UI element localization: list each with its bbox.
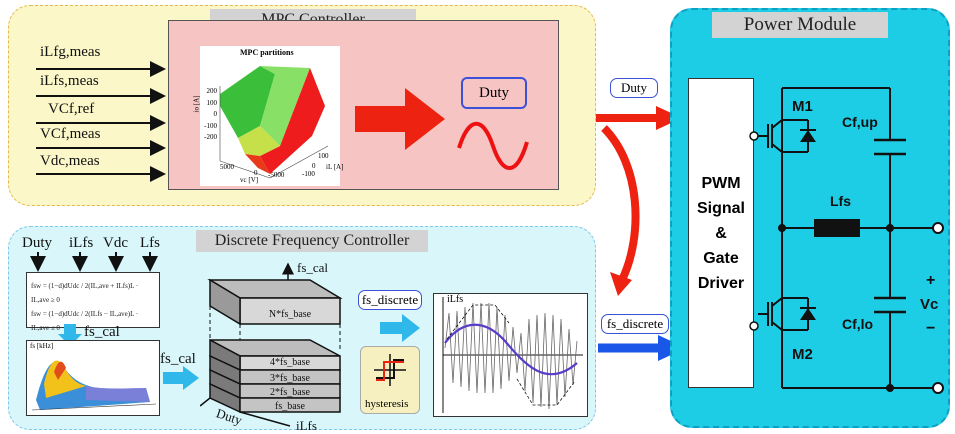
power-circuit xyxy=(749,87,944,394)
region-lightgreen xyxy=(260,66,310,146)
fs-cal-label-top: fs_cal xyxy=(297,260,329,275)
plot-title: MPC partitions xyxy=(240,48,294,57)
plot-xtick-r2: -100 xyxy=(302,170,315,178)
cyan-arrow-to-wave xyxy=(380,314,420,342)
axis-ilfs-label: iLfs xyxy=(296,418,317,433)
formula-line-2: fsw = (1−d)dUdc / 2(ILfs − IL,ave)L · IL… xyxy=(31,310,139,332)
fs-discrete-link-pill: fs_discrete xyxy=(601,314,669,334)
region-yellow xyxy=(238,126,280,156)
plus-label: + xyxy=(926,272,936,289)
fs-cal-label-mid: fs_cal xyxy=(160,351,196,367)
region-red-lower xyxy=(245,154,270,174)
layer-fs-base: fs_base xyxy=(275,401,305,412)
surf-label: fs [kHz] xyxy=(30,342,54,350)
formula-line-1: fsw = (1−d)dUdc / 2(IL,ave + ILfs)L · IL… xyxy=(31,282,139,304)
frequency-layers xyxy=(200,262,343,427)
m1-label: M1 xyxy=(792,98,813,115)
region-green xyxy=(220,66,275,138)
mpc-input-ilfg: iLfg,meas xyxy=(40,44,101,60)
layer-3-fs-base: 3*fs_base xyxy=(270,373,310,384)
plot-xtick-l2: -5000 xyxy=(268,171,285,179)
sine-wave-icon xyxy=(457,121,529,170)
plot-xlabel-left: vc [V] xyxy=(240,176,259,184)
m2-switch-icon xyxy=(758,297,816,331)
lfs-inductor xyxy=(814,219,860,237)
mpc-red-arrow xyxy=(355,88,445,150)
layer-4-fs-base: 4*fs_base xyxy=(270,357,310,368)
red-curved-arrow xyxy=(601,125,640,296)
hysteresis-label: hysteresis xyxy=(365,398,409,410)
fs-discrete-pill: fs_discrete xyxy=(358,290,422,310)
terminal-bottom xyxy=(932,382,944,394)
cf-lo-label: Cf,lo xyxy=(842,316,874,332)
cyan-arrow-to-layers xyxy=(163,366,199,390)
mpc-input-vcf-meas: VCf,meas xyxy=(40,126,101,142)
ilfs-waveform xyxy=(442,297,583,413)
surface-graphic xyxy=(31,360,157,411)
plot-xtick-l0: 5000 xyxy=(220,163,234,171)
fs-cal-label-left: fs_cal xyxy=(84,324,120,340)
mpc-input-vcf-ref: VCf,ref xyxy=(48,101,95,117)
mpc-input-vdc: Vdc,meas xyxy=(40,153,100,169)
mpc-input-ilfs: iLfs,meas xyxy=(40,73,99,89)
m2-label: M2 xyxy=(792,346,813,363)
plot-xtick-r0: 100 xyxy=(318,152,329,160)
hysteresis-icon xyxy=(374,354,406,386)
duty-link-pill: Duty xyxy=(610,78,658,98)
fsw-formula-box: fsw = (1−d)dUdc / 2(IL,ave + ILfs)L · IL… xyxy=(26,272,160,332)
down-arrow-fs-cal xyxy=(58,324,82,346)
layer-2-fs-base: 2*fs_base xyxy=(270,387,310,398)
cf-up-label: Cf,up xyxy=(842,114,878,130)
red-arrow-duty xyxy=(596,106,682,130)
wave-label: iLfs xyxy=(447,294,464,305)
plot-xtick-l1: 0 xyxy=(254,169,258,177)
power-module-title: Power Module xyxy=(712,12,888,38)
dfc-title: Discrete Frequency Controller xyxy=(196,230,428,252)
lfs-label: Lfs xyxy=(830,193,851,209)
dfc-input-lfs: Lfs xyxy=(140,235,160,251)
pwm-gate-driver-block: PWM Signal & Gate Driver xyxy=(688,78,754,388)
plot-xlabel-right: iL [A] xyxy=(326,163,344,171)
terminal-mid xyxy=(932,222,944,234)
dfc-input-duty: Duty xyxy=(22,235,52,251)
plot-xtick-r1: 0 xyxy=(312,162,316,170)
partitions-graphic xyxy=(219,66,329,179)
region-red xyxy=(260,68,325,174)
m1-switch-icon xyxy=(758,119,816,153)
minus-label: − xyxy=(926,320,936,337)
dfc-input-vdc: Vdc xyxy=(103,235,128,251)
vc-label: Vc xyxy=(920,296,939,313)
mpc-duty-box: Duty xyxy=(461,77,527,109)
dfc-input-ilfs: iLfs xyxy=(69,235,94,251)
layer-n-fs-base: N*fs_base xyxy=(268,309,312,320)
